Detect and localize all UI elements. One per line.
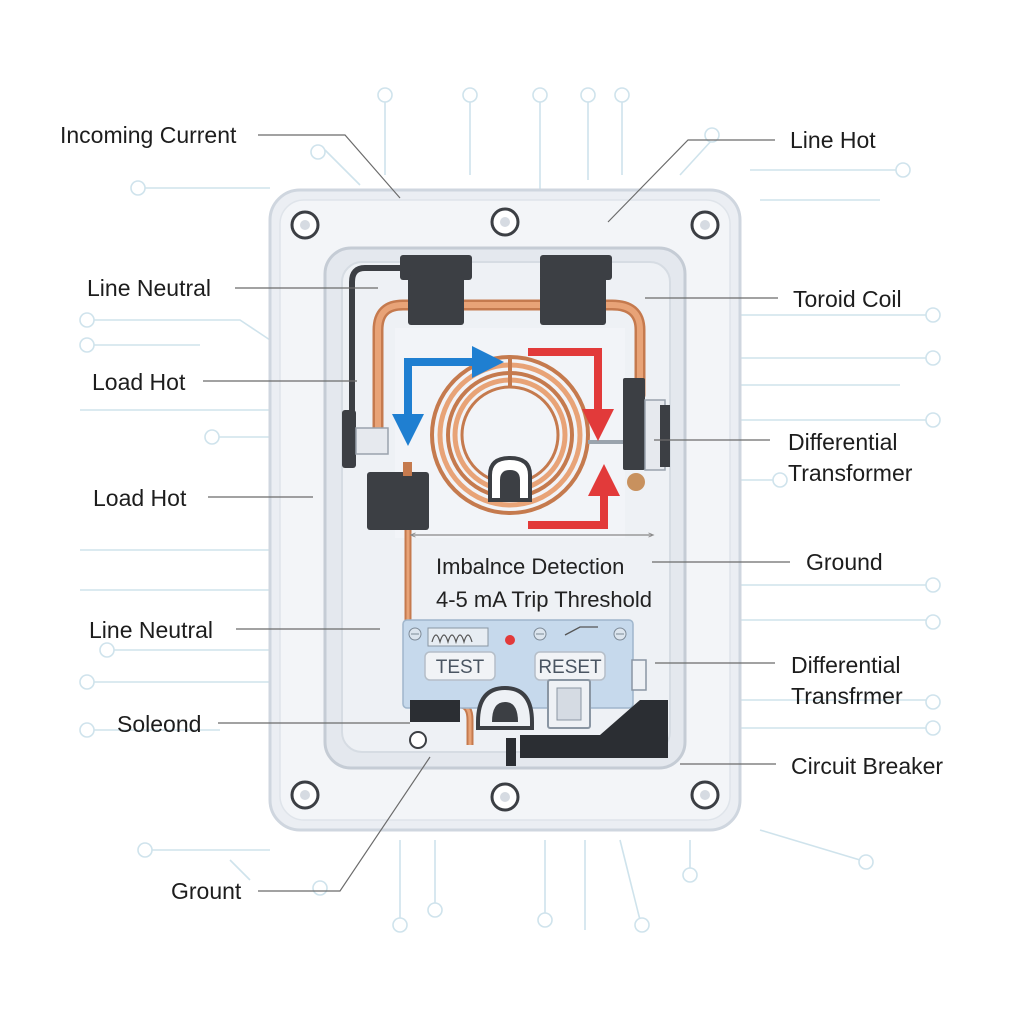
- screw-icon: [690, 210, 720, 240]
- label-line-hot: Line Hot: [790, 127, 876, 153]
- callout-labels: Incoming Current Line Hot Line Neutral T…: [60, 122, 943, 904]
- screw-icon: [490, 207, 520, 237]
- flow-arrow-icon: [528, 348, 614, 441]
- label-differential-transformer-1-line2: Transformer: [788, 460, 913, 486]
- label-line-neutral-bottom: Line Neutral: [89, 617, 213, 643]
- neutral-wire: [349, 265, 405, 420]
- label-imbalance-detection: Imbalnce Detection: [436, 554, 624, 579]
- label-differential-transformer-2-line2: Transfrmer: [791, 683, 903, 709]
- load-terminal-left: [342, 410, 389, 468]
- label-line-neutral-top: Line Neutral: [87, 275, 211, 301]
- indicator-led-icon: [505, 635, 515, 645]
- screw-icon: [690, 780, 720, 810]
- label-load-hot-2: Load Hot: [93, 485, 187, 511]
- screw-icon: [290, 780, 320, 810]
- terminal-block-hot: [540, 255, 612, 325]
- mounting-screws: [290, 207, 720, 812]
- label-load-hot-1: Load Hot: [92, 369, 186, 395]
- current-flow-arrows: [392, 346, 620, 529]
- label-ground-bottom: Grount: [171, 878, 242, 904]
- label-toroid-coil: Toroid Coil: [793, 286, 902, 312]
- label-incoming-current: Incoming Current: [60, 122, 237, 148]
- label-circuit-breaker: Circuit Breaker: [791, 753, 943, 779]
- screw-icon: [290, 210, 320, 240]
- reset-button[interactable]: RESET: [534, 651, 606, 681]
- leader-lines: [203, 134, 790, 892]
- test-button-label: TEST: [436, 657, 485, 678]
- screw-icon: [408, 627, 422, 641]
- screw-icon: [613, 627, 627, 641]
- breaker-mechanism: [409, 659, 668, 766]
- label-differential-transformer-1-line1: Differential: [788, 429, 898, 455]
- label-soleond: Soleond: [117, 711, 201, 737]
- test-button[interactable]: TEST: [424, 651, 496, 681]
- solenoid-block: [367, 462, 429, 530]
- reset-button-label: RESET: [538, 657, 602, 678]
- label-differential-transformer-2-line1: Differential: [791, 652, 901, 678]
- differential-transformer-block: [623, 378, 670, 491]
- terminal-block-neutral: [400, 255, 472, 325]
- screw-icon: [490, 782, 520, 812]
- label-ground-right: Ground: [806, 549, 883, 575]
- flow-arrow-icon: [528, 464, 620, 529]
- label-trip-threshold: 4-5 mA Trip Threshold: [436, 587, 652, 612]
- flow-arrow-icon: [392, 346, 504, 446]
- screw-icon: [533, 627, 547, 641]
